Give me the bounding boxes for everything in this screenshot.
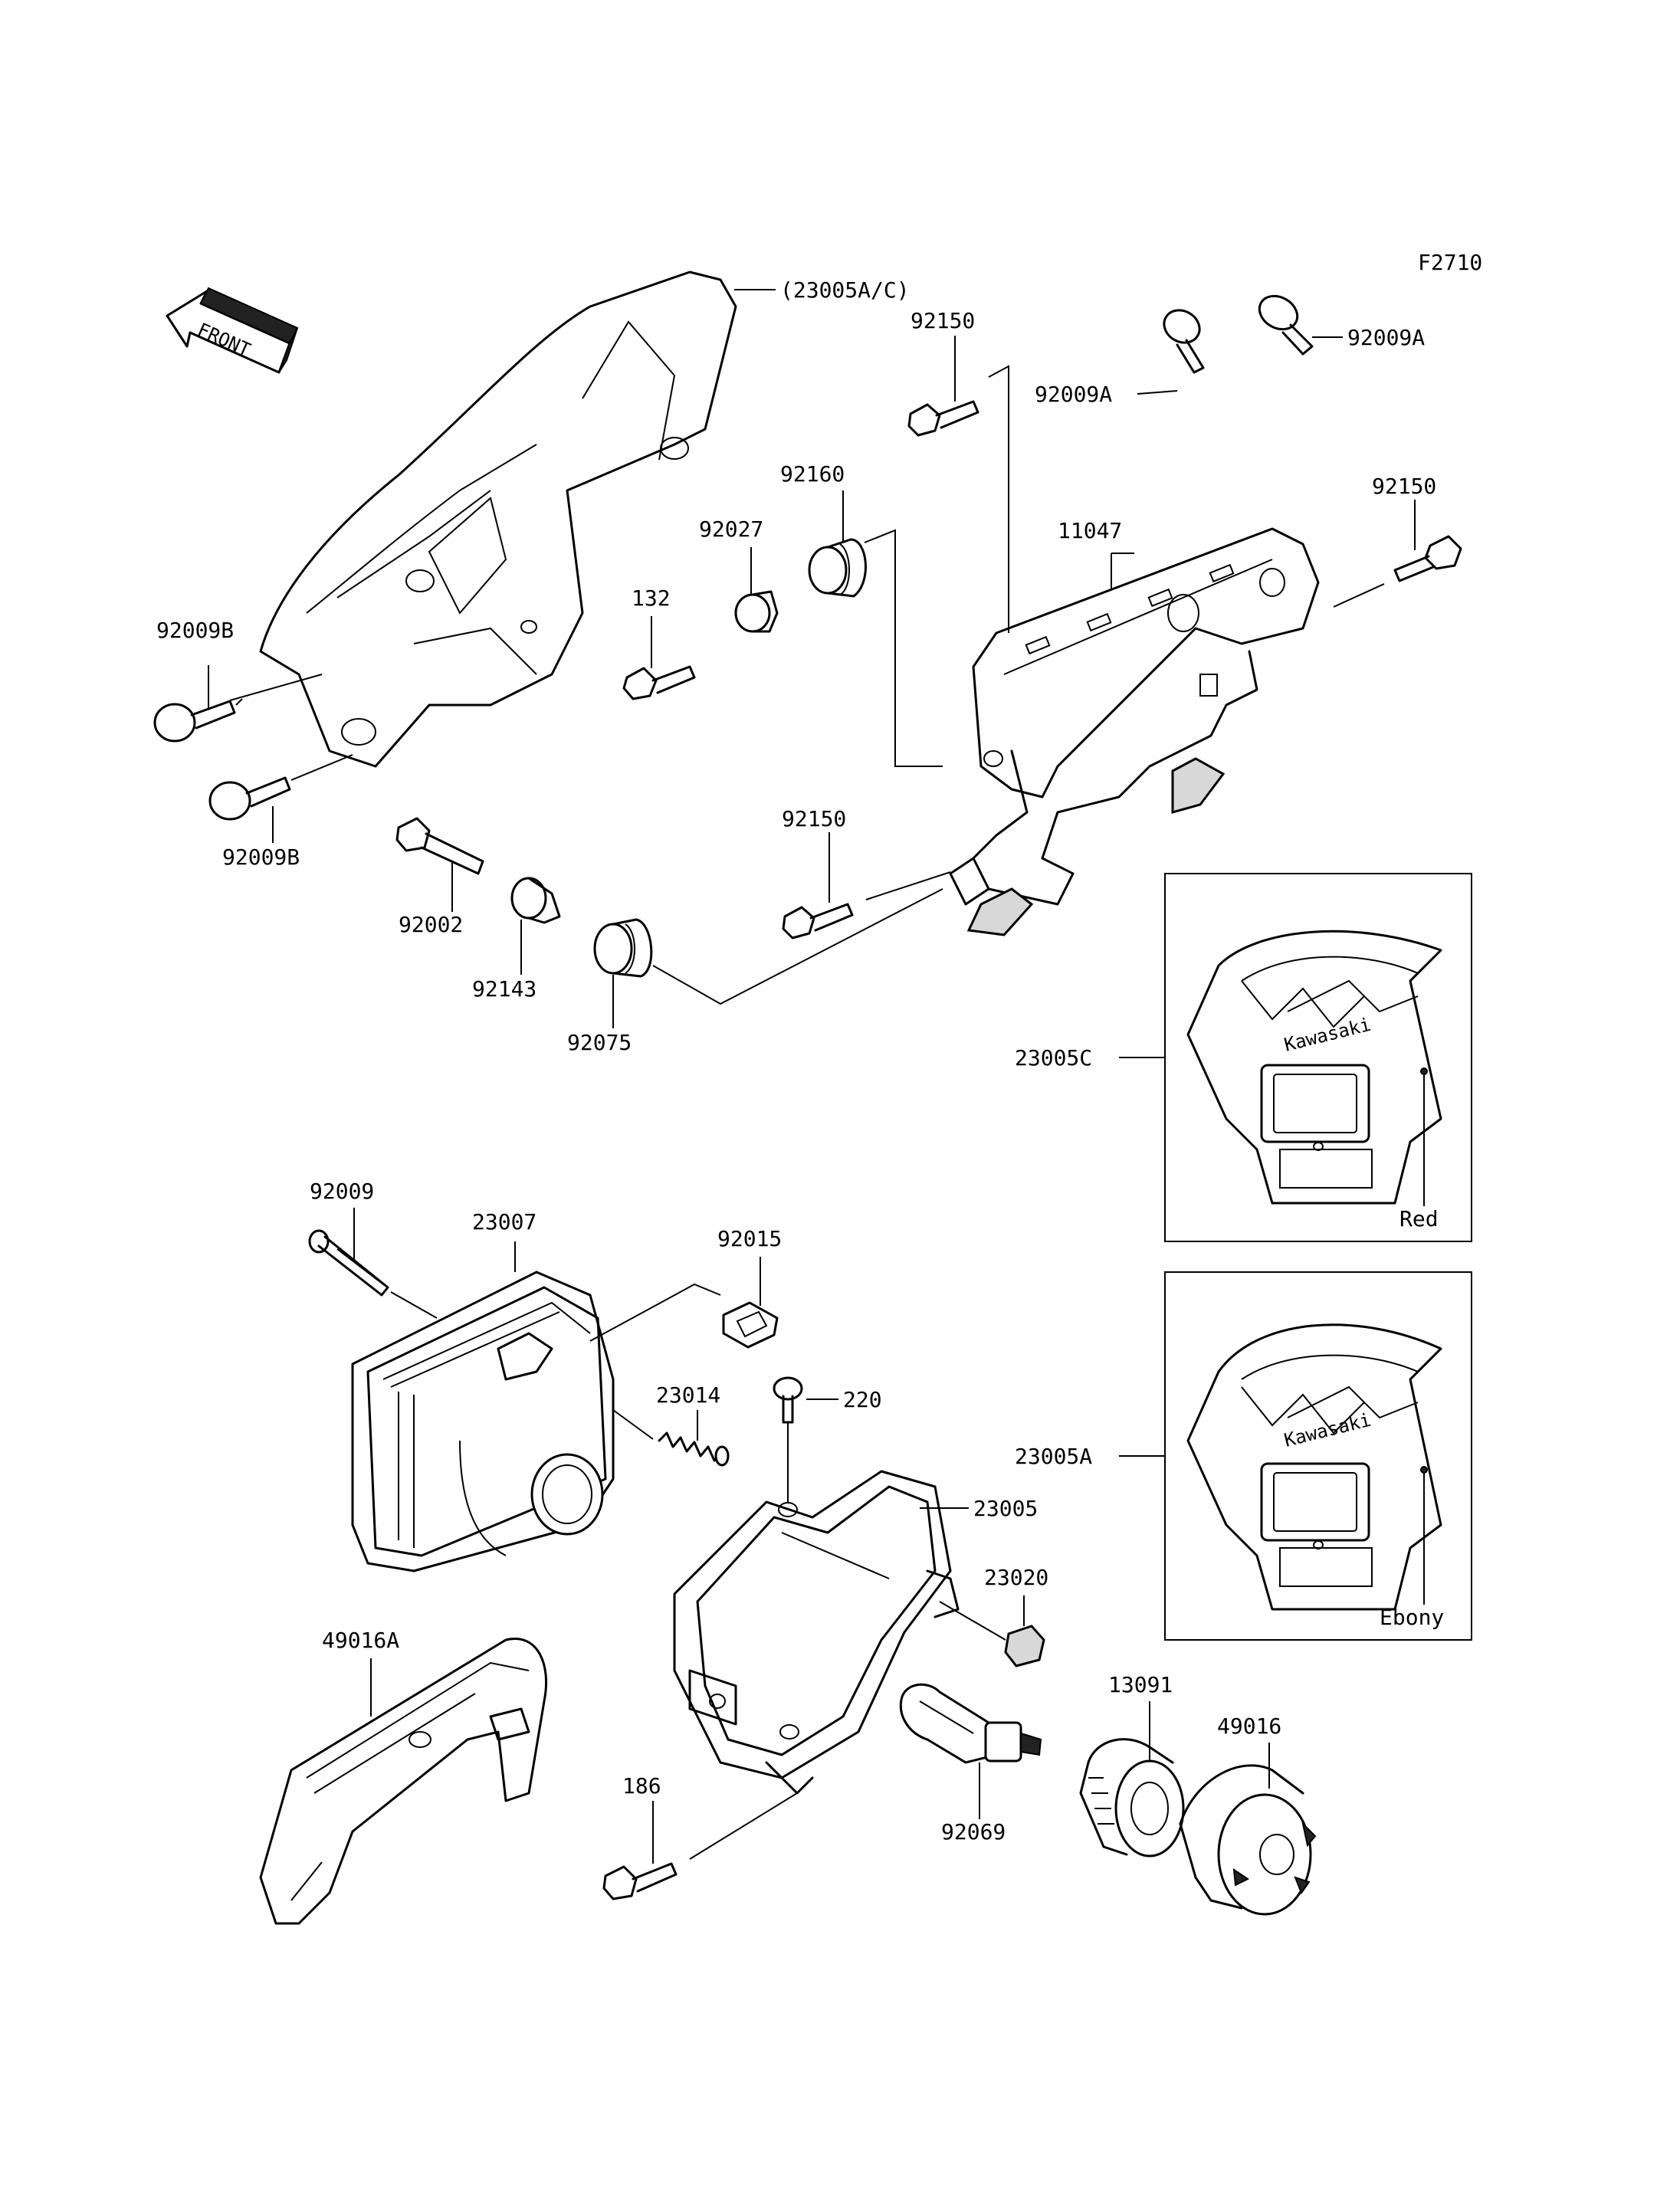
bolt-92002	[395, 817, 484, 875]
collar-92027-label: 92027	[699, 516, 763, 542]
bolt-92150-right-label: 92150	[1372, 474, 1436, 499]
cover-49016a	[259, 1638, 548, 1925]
bulb-92069	[899, 1683, 1042, 1764]
screw-92009a-right	[1258, 294, 1314, 356]
headlight-bracket-11047	[949, 527, 1320, 936]
cowl-set-label: (23005A/C)	[780, 277, 910, 303]
grommet-92160	[808, 538, 867, 598]
cowl-variant-ebony-box: Kawasaki	[1164, 1271, 1472, 1641]
headlight-housing-23005	[673, 1470, 960, 1795]
lamp-23007-label: 23007	[472, 1209, 536, 1235]
front-arrow-icon: FRONT	[166, 287, 299, 374]
cover-49016	[1179, 1764, 1317, 1916]
bolt-132	[622, 665, 696, 700]
collar-92143	[510, 877, 561, 924]
figure-code: F2710	[1418, 250, 1482, 275]
cowl-23005a-label: 23005A	[1015, 1444, 1092, 1469]
screw-92009a-middle	[1163, 309, 1205, 374]
nut-92015-label: 92015	[717, 1226, 782, 1251]
screw-92009-label: 92009	[310, 1179, 374, 1204]
variant-ebony-label: Ebony	[1380, 1605, 1444, 1630]
spring-23014-label: 23014	[656, 1382, 720, 1408]
screw-220	[773, 1376, 803, 1424]
cover-49016a-label: 49016A	[322, 1628, 399, 1653]
bolt-186	[602, 1862, 678, 1900]
bolt-92002-label: 92002	[399, 912, 463, 937]
cowl-23005c-label: 23005C	[1015, 1045, 1092, 1071]
screw-92009b-lower-label: 92009B	[222, 844, 300, 870]
spring-23014	[658, 1431, 730, 1467]
screw-92009a-middle-label: 92009A	[1035, 382, 1112, 407]
screw-92009b-lower	[208, 776, 291, 821]
cowl-variant-red-box: Kawasaki	[1164, 873, 1472, 1242]
screw-220-label: 220	[843, 1387, 882, 1412]
screw-92009	[308, 1229, 389, 1297]
bolt-132-label: 132	[632, 585, 671, 611]
housing-23005-label: 23005	[973, 1496, 1038, 1521]
nut-23020-label: 23020	[984, 1565, 1048, 1590]
cowl-brand-ebony: Kawasaki	[1282, 1409, 1373, 1451]
bolt-92150-lower	[782, 903, 854, 939]
bolt-92150-top	[907, 400, 979, 437]
grommet-92075-label: 92075	[567, 1030, 632, 1055]
grommet-92160-label: 92160	[780, 461, 845, 487]
cover-49016-label: 49016	[1217, 1713, 1281, 1739]
headlight-unit-23007	[351, 1271, 615, 1572]
bulb-92069-label: 92069	[941, 1819, 1006, 1844]
screw-92009b-upper	[153, 700, 236, 743]
screw-92009a-right-label: 92009A	[1347, 325, 1425, 350]
socket-13091-label: 13091	[1108, 1672, 1173, 1697]
bolt-92150-lower-label: 92150	[782, 806, 846, 831]
nut-92015	[722, 1301, 779, 1349]
bolt-92150-top-label: 92150	[911, 308, 975, 333]
upper-cowl	[259, 271, 737, 768]
variant-red-label: Red	[1399, 1206, 1439, 1231]
collar-92143-label: 92143	[472, 976, 536, 1002]
nut-23020	[1004, 1625, 1045, 1667]
bracket-11047-label: 11047	[1058, 518, 1122, 543]
screw-92009b-upper-label: 92009B	[156, 618, 234, 643]
socket-13091	[1079, 1738, 1185, 1858]
collar-92027	[734, 590, 779, 633]
bolt-186-label: 186	[622, 1773, 661, 1799]
grommet-92075	[593, 918, 653, 978]
bolt-92150-right	[1393, 535, 1462, 582]
